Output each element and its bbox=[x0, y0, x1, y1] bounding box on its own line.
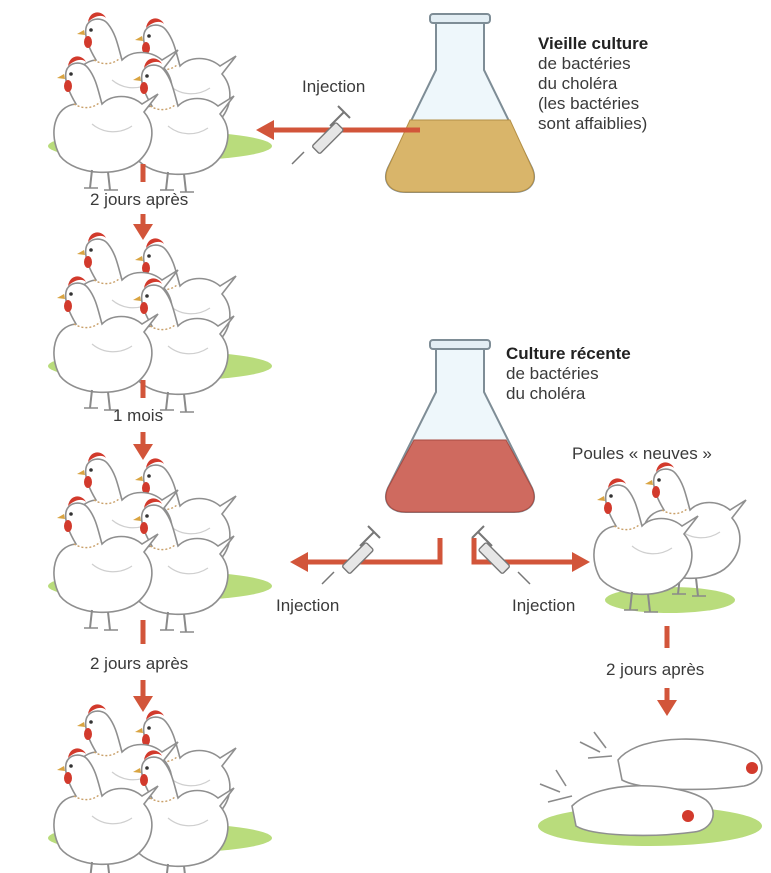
old-culture-caption: Vieille culture de bactéries du choléra … bbox=[538, 34, 648, 134]
flock-initial bbox=[48, 12, 272, 192]
injection-label-left: Injection bbox=[276, 596, 339, 616]
syringe-icon bbox=[322, 526, 380, 584]
syringe-icon bbox=[292, 106, 350, 164]
injection-label-top: Injection bbox=[302, 77, 365, 97]
old-culture-line: du choléra bbox=[538, 74, 648, 94]
flock-final-surviving bbox=[48, 704, 272, 873]
dead-hens-group bbox=[538, 732, 762, 846]
recent-culture-caption: Culture récente de bactéries du choléra bbox=[506, 344, 631, 404]
old-culture-line: sont affaiblies) bbox=[538, 114, 648, 134]
syringe-icon bbox=[472, 526, 530, 584]
step-label-2-days: 2 jours après bbox=[90, 190, 188, 210]
step-label-2-days: 2 jours après bbox=[606, 660, 704, 680]
old-culture-line: de bactéries bbox=[538, 54, 648, 74]
recent-culture-line: du choléra bbox=[506, 384, 631, 404]
old-culture-line: (les bactéries bbox=[538, 94, 648, 114]
recent-culture-line: de bactéries bbox=[506, 364, 631, 384]
flock-after-2-days bbox=[48, 232, 272, 412]
recent-culture-title: Culture récente bbox=[506, 344, 631, 364]
flock-after-1-month bbox=[48, 452, 272, 632]
new-hens-label: Poules « neuves » bbox=[572, 444, 712, 464]
new-hens-group bbox=[594, 462, 746, 613]
old-culture-flask bbox=[386, 14, 534, 192]
injection-label-right: Injection bbox=[512, 596, 575, 616]
old-culture-title: Vieille culture bbox=[538, 34, 648, 54]
step-label-1-month: 1 mois bbox=[113, 406, 163, 426]
step-label-2-days: 2 jours après bbox=[90, 654, 188, 674]
